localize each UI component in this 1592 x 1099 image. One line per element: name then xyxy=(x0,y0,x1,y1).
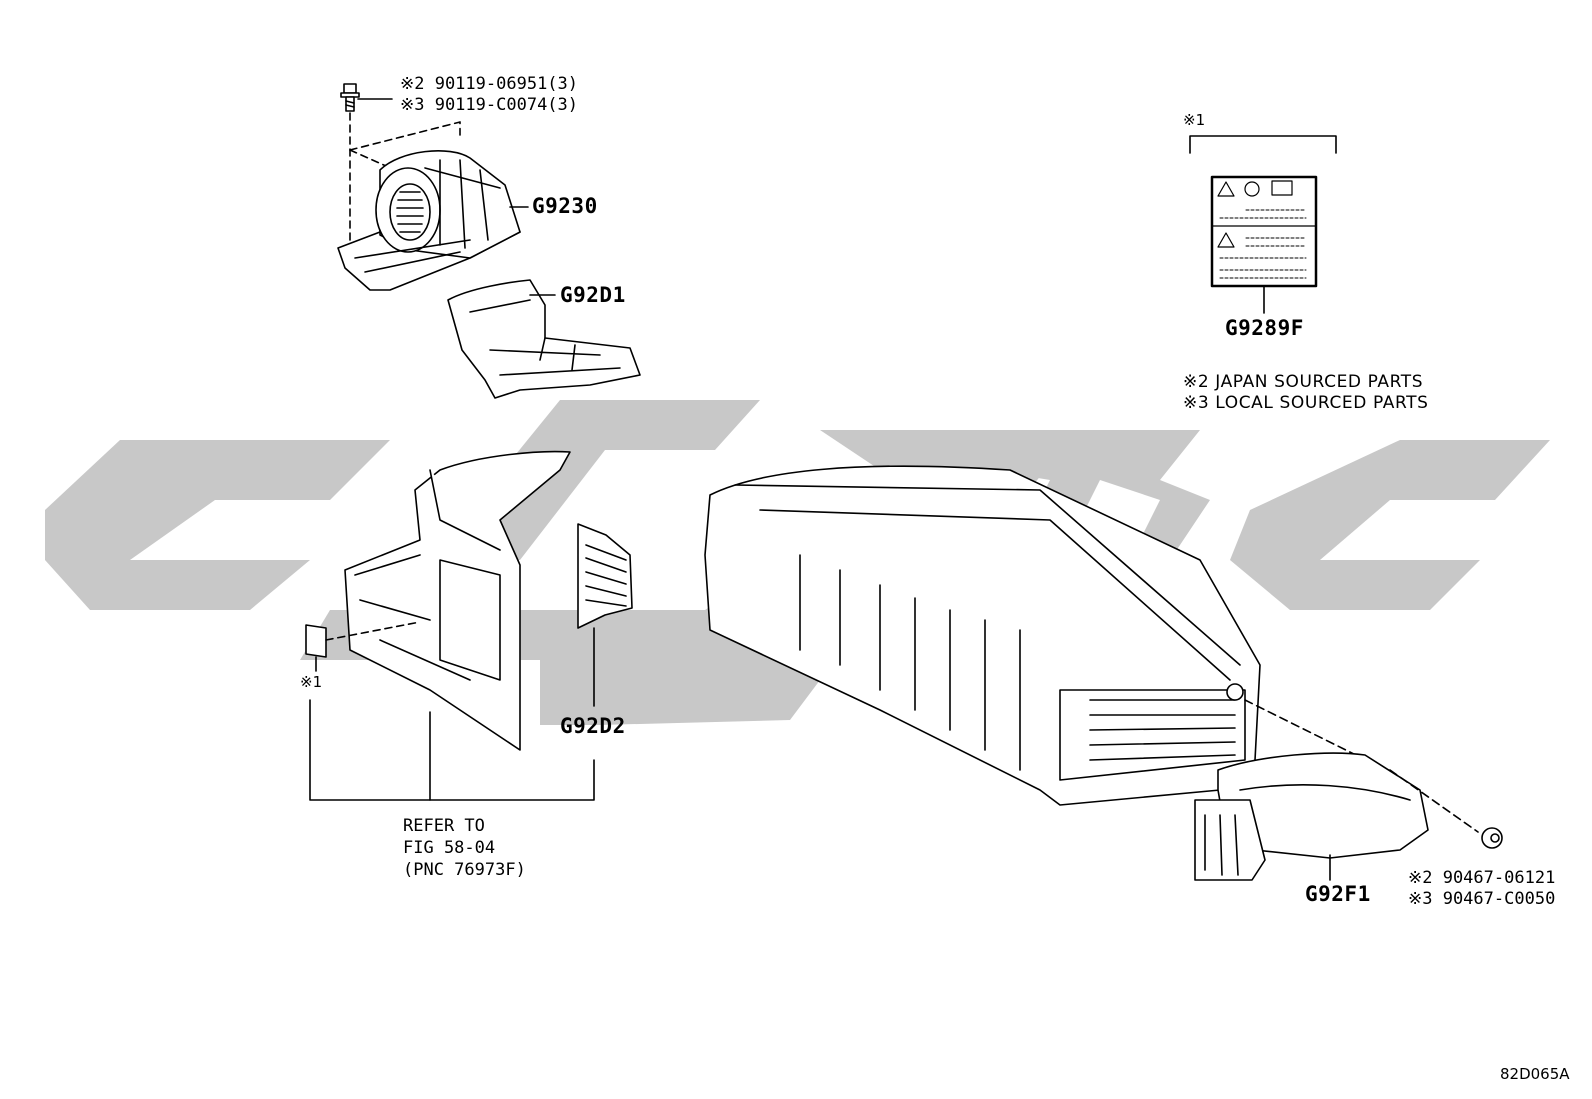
nut-icon xyxy=(1481,827,1503,849)
refer-line-3: (PNC 76973F) xyxy=(403,860,526,880)
bolt-jp-part-number: ※2 90119-06951(3) xyxy=(400,74,579,94)
legend-local: ※3 LOCAL SOURCED PARTS xyxy=(1183,393,1429,413)
cover xyxy=(1194,752,1429,881)
duct-side-small xyxy=(577,523,633,629)
blower-code: G9230 xyxy=(532,194,598,218)
label-plate xyxy=(1210,175,1318,288)
blower-motor xyxy=(337,150,521,291)
refer-line-2: FIG 58-04 xyxy=(403,838,496,858)
bolt-icon xyxy=(340,83,360,112)
bolt-local-part-number: ※3 90119-C0074(3) xyxy=(400,95,579,115)
side-duct-assembly xyxy=(344,450,571,751)
label-plate-code: G9289F xyxy=(1225,316,1304,340)
legend-japan: ※2 JAPAN SOURCED PARTS xyxy=(1183,372,1424,392)
cover-code: G92F1 xyxy=(1305,882,1371,906)
nut-local-part-number: ※3 90467-C0050 xyxy=(1408,889,1556,909)
refer-line-1: REFER TO xyxy=(403,816,485,836)
bracket-marker: ※1 xyxy=(1183,111,1206,129)
nut-jp-part-number: ※2 90467-06121 xyxy=(1408,868,1556,888)
duct-upper-code: G92D1 xyxy=(560,283,626,307)
sticker xyxy=(305,624,327,658)
duct-side-code: G92D2 xyxy=(560,714,626,738)
battery-pack xyxy=(704,465,1261,806)
diagram-id: 82D065A xyxy=(1500,1065,1570,1083)
sticker-marker: ※1 xyxy=(300,673,323,691)
duct-upper xyxy=(447,279,641,399)
